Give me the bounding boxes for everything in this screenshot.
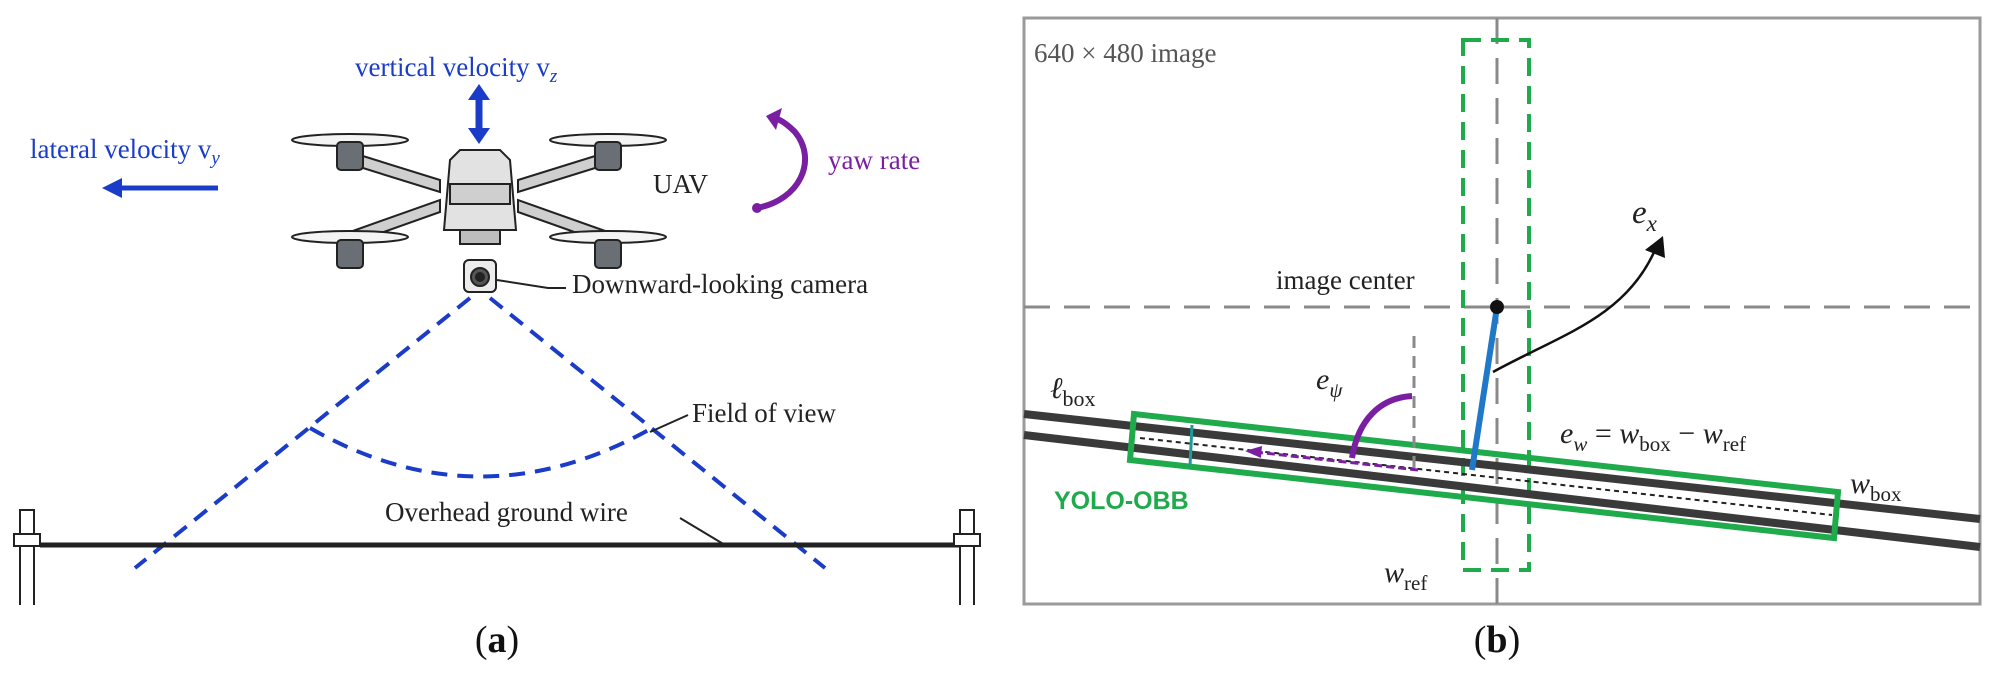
panel-b: 640 × 480 image image center eψ ex ℓbox … bbox=[1022, 16, 1982, 661]
w-ref-label: wref bbox=[1384, 556, 1427, 595]
caption-b: (b) bbox=[1474, 619, 1520, 661]
yolo-obb-label: YOLO-OBB bbox=[1054, 487, 1189, 515]
vertical-velocity-arrow bbox=[468, 84, 490, 144]
e-x-label: ex bbox=[1632, 195, 1658, 236]
right-tower bbox=[953, 509, 981, 605]
wire-line-upper bbox=[1023, 410, 1981, 523]
e-psi-arc bbox=[1349, 393, 1413, 459]
obb-centerline bbox=[1139, 437, 1833, 516]
vertical-velocity-label: vertical velocity vz bbox=[355, 52, 558, 87]
ground-wire-label: Overhead ground wire bbox=[385, 497, 628, 527]
l-box-label: ℓbox bbox=[1050, 372, 1096, 411]
lateral-offset-line bbox=[1469, 306, 1500, 471]
panel-a: vertical velocity vz lateral velocity vy… bbox=[13, 52, 981, 661]
left-tower bbox=[13, 509, 41, 605]
lateral-velocity-arrow bbox=[102, 178, 218, 198]
wire-line-lower bbox=[1023, 431, 1981, 551]
fov-leader-line bbox=[649, 414, 689, 433]
w-box-label: wbox bbox=[1850, 467, 1902, 506]
camera-leader-line bbox=[496, 279, 566, 289]
heading-arrow bbox=[1254, 450, 1419, 472]
wire-leader-line bbox=[679, 517, 726, 546]
field-of-view bbox=[133, 296, 827, 570]
obb-width-marker bbox=[1188, 424, 1194, 467]
drone-icon bbox=[291, 133, 667, 293]
uav-label: UAV bbox=[653, 169, 709, 199]
camera-label: Downward-looking camera bbox=[572, 269, 868, 299]
e-w-equation: ew = wbox − wref bbox=[1560, 417, 1746, 456]
yolo-obb-box bbox=[1126, 410, 1842, 542]
reference-box bbox=[1461, 38, 1531, 572]
e-psi-label: eψ bbox=[1316, 363, 1343, 402]
image-center-label: image center bbox=[1276, 265, 1415, 295]
image-size-label: 640 × 480 image bbox=[1034, 38, 1216, 68]
fov-label: Field of view bbox=[692, 398, 836, 428]
yaw-rate-arrow bbox=[752, 108, 808, 213]
caption-a: (a) bbox=[475, 619, 519, 661]
e-x-arrow bbox=[1492, 249, 1657, 374]
yaw-rate-label: yaw rate bbox=[828, 145, 920, 175]
lateral-velocity-label: lateral velocity vy bbox=[30, 134, 220, 169]
image-center-dot bbox=[1490, 300, 1504, 314]
